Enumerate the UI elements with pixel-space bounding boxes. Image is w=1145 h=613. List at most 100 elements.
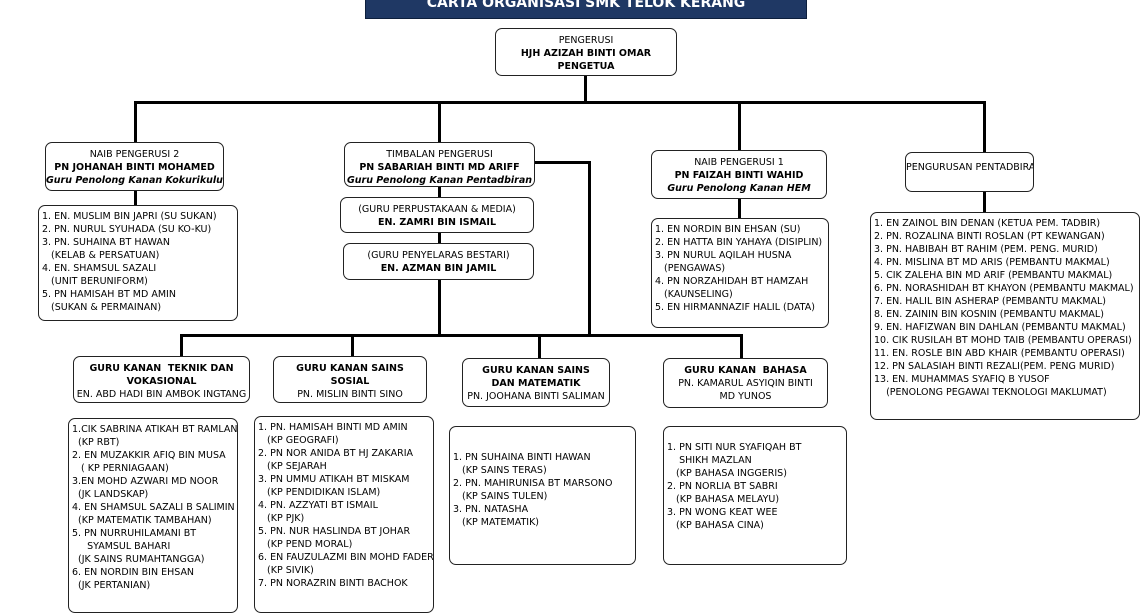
list-item: 3.EN MOHD AZWARI MD NOOR [72,476,219,487]
list-item: 8. EN. ZAININ BIN KOSNIN (PEMBANTU MAKMA… [874,309,1104,320]
list-item: 7. EN. HALIL BIN ASHERAP (PEMBANTU MAKMA… [874,296,1107,307]
list-item: ( KP PERNIAGAAN) [72,463,169,474]
list-item: 5. PN HAMISAH BT MD AMIN [42,289,176,300]
list-item: 3. PN NURUL AQILAH HUSNA [655,250,792,261]
drop-social [351,334,354,357]
drop-vp2 [134,101,137,143]
list-item: (KP GEOGRAFI) [258,435,339,446]
list-item: 11. EN. ROSLE BIN ABD KHAIR (PEMBANTU OP… [874,348,1125,359]
list-item: 12. PN SALASIAH BINTI REZALI(PEM. PENG M… [874,361,1115,372]
bestari-box: (GURU PENYELARAS BESTARI) EN. AZMAN BIN … [343,243,534,280]
social-role-line2: SOSIAL [330,376,370,387]
admin-members: 1. EN ZAINOL BIN DENAN (KETUA PEM. TADBI… [870,212,1140,420]
list-item: 6. PN. NORASHIDAH BT KHAYON (PEMBANTU MA… [874,283,1134,294]
list-item: 2. PN NOR ANIDA BT HJ ZAKARIA [258,448,413,459]
library-box: (GURU PERPUSTAKAAN & MEDIA) EN. ZAMRI BI… [340,197,534,233]
list-item: 7. PN NORAZRIN BINTI BACHOK [258,578,408,589]
vp2-box: NAIB PENGERUSI 2 PN JOHANAH BINTI MOHAME… [45,142,224,191]
list-item: 1. EN. MUSLIM BIN JAPRI (SU SUKAN) [42,211,217,222]
list-item: 4. PN. MISLINA BT MD ARIS (PEMBANTU MAKM… [874,257,1110,268]
library-role: (GURU PERPUSTAKAAN & MEDIA) [358,204,516,215]
admin-role: PENGURUSAN PENTADBIRAN [906,162,1034,173]
list-item: (JK PERTANIAN) [72,580,151,591]
list-item: 3. PN UMMU ATIKAH BT MISKAM [258,474,410,485]
chair-box: PENGERUSI HJH AZIZAH BINTI OMAR PENGETUA [495,28,677,76]
vp2-role: NAIB PENGERUSI 2 [89,149,180,160]
language-box: GURU KANAN BAHASA PN. KAMARUL ASYIQIN BI… [663,358,828,408]
list-item: 10. CIK RUSILAH BT MOHD TAIB (PEMBANTU O… [874,335,1132,346]
science-box: GURU KANAN SAINS DAN MATEMATIK PN. JOOHA… [462,358,610,407]
language-members: 1. PN SITI NUR SYAFIQAH BT SHIKH MAZLAN … [663,426,847,565]
list-item: 13. EN. MUHAMMAS SYAFIQ B YUSOF [874,374,1050,385]
list-item: 5. CIK ZALEHA BIN MD ARIF (PEMBANTU MAKM… [874,270,1113,281]
bestari-name: EN. AZMAN BIN JAMIL [380,263,497,274]
list-item: (JK SAINS RUMAHTANGGA) [72,554,205,565]
list-item: SHIKH MAZLAN [667,455,752,466]
bestari-role: (GURU PENYELARAS BESTARI) [367,250,510,261]
drop-language [740,334,743,359]
vp2-post: Guru Penolong Kanan Kokurikulum [46,175,224,186]
list-item: (KELAB & PERSATUAN) [42,250,160,261]
list-item: 1. PN SUHAINA BINTI HAWAN [453,452,591,463]
list-item: 6. EN NORDIN BIN EHSAN [72,567,195,578]
social-name: PN. MISLIN BINTI SINO [297,389,403,400]
list-item: SYAMSUL BAHARI [72,541,171,552]
language-role: GURU KANAN BAHASA [684,365,807,376]
list-item: (KP SAINS TERAS) [453,465,547,476]
list-item: 4. PN. AZZYATI BT ISMAIL [258,500,378,511]
deputy-name: PN SABARIAH BINTI MD ARIFF [359,162,520,173]
list-item: (KP BAHASA INGGERIS) [667,468,787,479]
chair-down-line [584,75,587,103]
drop-tech [180,334,183,357]
admin-box: PENGURUSAN PENTADBIRAN [905,152,1034,192]
deputy-right-connector [535,161,591,164]
list-item: (KP BAHASA MELAYU) [667,494,780,505]
list-item: 5. PN. NUR HASLINDA BT JOHAR [258,526,411,537]
chair-name: HJH AZIZAH BINTI OMAR [520,48,652,59]
list-item: 3. PN. NATASHA [453,504,529,515]
top-horizontal-line [134,101,986,104]
list-item: 4. PN NORZAHIDAH BT HAMZAH [655,276,809,287]
list-item: 3. PN WONG KEAT WEE [667,507,778,518]
social-box: GURU KANAN SAINS SOSIAL PN. MISLIN BINTI… [273,356,427,403]
vp1-post: Guru Penolong Kanan HEM [667,183,811,194]
list-item: 2. PN NORLIA BT SABRI [667,481,778,492]
vp1-name: PN FAIZAH BINTI WAHID [674,170,804,181]
list-item: (KP PJK) [258,513,305,524]
bottom-horizontal-line [180,334,743,337]
list-item: 3. PN. SUHAINA BT HAWAN [42,237,170,248]
tech-name: EN. ABD HADI BIN AMBOK INGTANG [76,389,247,400]
list-item: 2. PN. NURUL SYUHADA (SU KO-KU) [42,224,212,235]
tech-role-line2: VOKASIONAL [126,376,197,387]
vp1-to-list [738,198,741,219]
list-item: 1. PN SITI NUR SYAFIQAH BT [667,442,802,453]
deputy-box: TIMBALAN PENGERUSI PN SABARIAH BINTI MD … [344,142,535,187]
social-role-line1: GURU KANAN SAINS [296,363,404,374]
tech-role-line1: GURU KANAN TEKNIK DAN [89,363,234,374]
vp2-members: 1. EN. MUSLIM BIN JAPRI (SU SUKAN) 2. PN… [38,205,238,321]
vp1-members: 1. EN NORDIN BIN EHSAN (SU) 2. EN HATTA … [651,218,829,328]
list-item: 5. PN NURRUHILAMANI BT [72,528,197,539]
vp2-name: PN JOHANAH BINTI MOHAMED [54,162,215,173]
list-item: (KP PENDIDIKAN ISLAM) [258,487,381,498]
admin-to-list [983,191,986,213]
list-item: 1.CIK SABRINA ATIKAH BT RAMLAN [72,424,238,435]
list-item: (JK LANDSKAP) [72,489,149,500]
deputy-role: TIMBALAN PENGERUSI [386,149,493,160]
chair-post: PENGETUA [557,61,615,72]
list-item: 5. EN HIRMANNAZIF HALIL (DATA) [655,302,815,313]
deputy-right-drop [588,161,591,336]
tech-box: GURU KANAN TEKNIK DAN VOKASIONAL EN. ABD… [73,356,250,403]
vp2-to-list [134,190,137,206]
list-item: 4. EN SHAMSUL SAZALI B SALIMIN [72,502,235,513]
science-role-line1: GURU KANAN SAINS [482,365,590,376]
science-name: PN. JOOHANA BINTI SALIMAN [467,391,605,402]
list-item: (KP BAHASA CINA) [667,520,764,531]
list-item: 1. EN NORDIN BIN EHSAN (SU) [655,224,801,235]
list-item: 3. PN. HABIBAH BT RAHIM (PEM. PENG. MURI… [874,244,1098,255]
vp1-role: NAIB PENGERUSI 1 [694,157,784,168]
vp1-box: NAIB PENGERUSI 1 PN FAIZAH BINTI WAHID G… [651,150,827,199]
list-item: 2. EN MUZAKKIR AFIQ BIN MUSA [72,450,226,461]
list-item: (SUKAN & PERMAINAN) [42,302,162,313]
list-item: 4. EN. SHAMSUL SAZALI [42,263,157,274]
